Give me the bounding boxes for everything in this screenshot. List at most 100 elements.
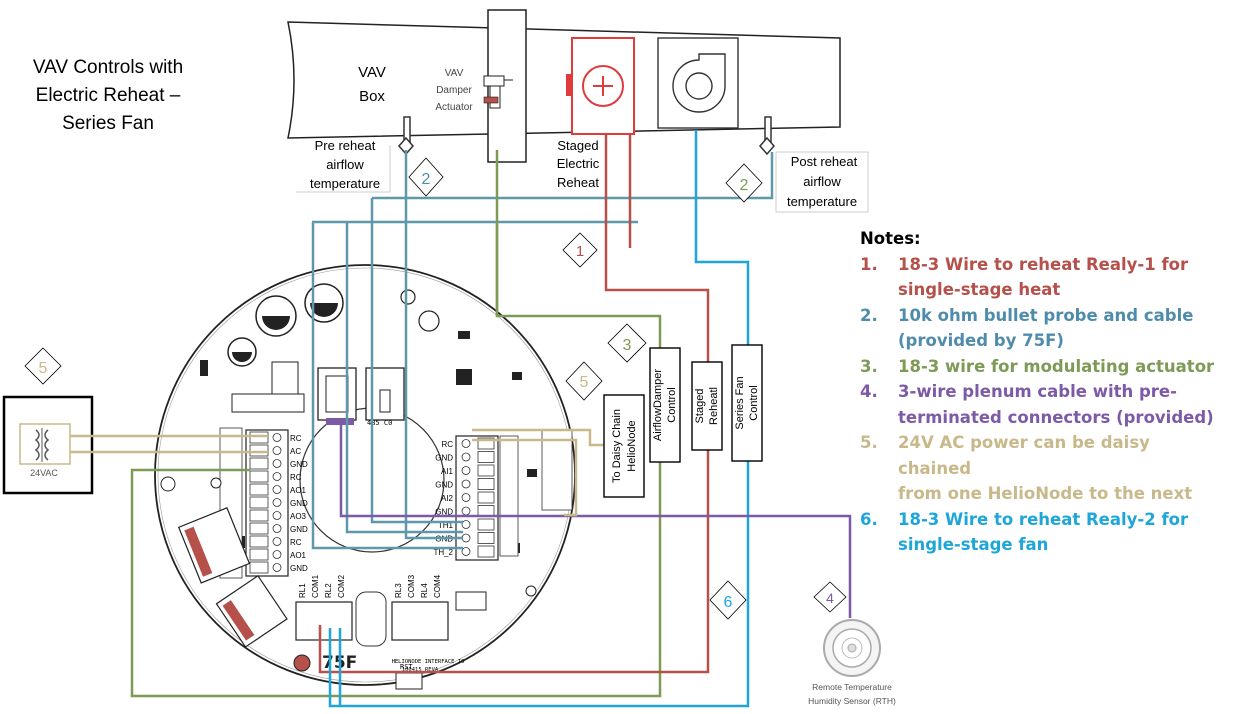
note-text: 18-3 Wire to reheat Realy-2 for single-st… xyxy=(898,507,1220,558)
diagram-title: VAV Controls with Electric Reheat – Seri… xyxy=(8,54,208,138)
note-item: 2.10k ohm bullet probe and cable(provide… xyxy=(860,303,1220,354)
reheat-label-1: Staged xyxy=(557,138,598,153)
rst-label: RST xyxy=(400,663,413,671)
terminal-hole xyxy=(272,511,282,520)
relay-rl4: RL4 xyxy=(420,583,429,598)
right-terminal-label: AI2 xyxy=(441,494,454,503)
left-terminal-label: AO1 xyxy=(290,486,307,495)
left-terminal-label: GND xyxy=(290,460,308,469)
terminal-screw xyxy=(249,496,269,509)
terminal-screw xyxy=(249,483,269,496)
terminal-hole xyxy=(272,524,282,533)
svg-text:6: 6 xyxy=(724,594,733,611)
transformer-label: 24VAC xyxy=(30,468,58,478)
post-reheat-probe xyxy=(759,116,775,156)
relay-rl3: RL3 xyxy=(394,583,403,598)
sensor-label-2: Humidity Sensor (RTH) xyxy=(808,696,896,706)
terminal-hole xyxy=(272,433,282,442)
terminal-hole xyxy=(461,520,471,529)
note-line: 24V AC power can be daisy chained xyxy=(898,433,1150,478)
notes-title: Notes: xyxy=(860,229,921,248)
pre-reheat-label-2: airflow xyxy=(326,157,364,172)
callout-5-left: 5 xyxy=(24,347,62,385)
terminal-screw xyxy=(477,437,495,450)
relay-com2: COM2 xyxy=(337,574,346,598)
left-terminal-label: GND xyxy=(290,564,308,573)
terminal-screw xyxy=(249,470,269,483)
terminal-hole xyxy=(272,472,282,481)
damper-actuator xyxy=(483,9,527,163)
right-terminal-label: GND xyxy=(435,454,453,463)
right-terminal-label: RC xyxy=(441,440,453,449)
note-text: 18-3 Wire to reheat Realy-1 for single-st… xyxy=(898,252,1220,303)
note-item: 6. 18-3 Wire to reheat Realy-2 for single-… xyxy=(860,507,1220,558)
callout-3: 3 xyxy=(607,323,647,363)
note-item: 4.3-wire plenum cable with pre-terminate… xyxy=(860,379,1220,430)
rth-sensor xyxy=(823,619,881,677)
relay-labels-b: RL3 COM3 RL4 COM4 xyxy=(394,574,442,598)
terminal-screw xyxy=(477,532,495,544)
terminal-screw xyxy=(249,444,269,457)
series-fan xyxy=(657,37,739,129)
damper-control-label-2: Control xyxy=(666,387,678,422)
left-terminal-label: RC xyxy=(290,434,302,443)
note-line: single-stage heat xyxy=(898,280,1061,299)
terminal-screw xyxy=(477,545,495,558)
note-number: 5. xyxy=(860,433,878,452)
note-number: 6. xyxy=(860,509,878,529)
svg-text:4: 4 xyxy=(826,590,834,606)
note-line: single-stage fan xyxy=(898,535,1049,554)
note-number: 3. xyxy=(860,356,878,376)
right-terminal-label: TH1 xyxy=(438,521,454,530)
right-terminal-label: GND xyxy=(435,481,453,490)
relay-rl2: RL2 xyxy=(324,583,333,598)
terminal-screw xyxy=(249,509,269,522)
left-terminal-label: GND xyxy=(290,499,308,508)
terminal-hole xyxy=(461,493,471,502)
terminal-screw xyxy=(249,522,269,535)
callout-6: 6 xyxy=(709,580,747,620)
terminal-hole xyxy=(461,452,471,462)
svg-text:1: 1 xyxy=(576,243,584,260)
terminal-screw xyxy=(249,431,269,444)
right-terminal-label: TH_2 xyxy=(433,548,453,557)
terminal-hole xyxy=(461,533,471,543)
terminal-hole xyxy=(461,506,471,516)
svg-text:5: 5 xyxy=(39,360,48,377)
relay-com4: COM4 xyxy=(433,574,442,598)
right-terminal-label: AI1 xyxy=(441,467,454,476)
sensor-label-1: Remote Temperature xyxy=(812,682,892,692)
note-line: 18-3 Wire to reheat Realy-1 for xyxy=(898,254,1189,274)
note-text: 18-3 wire for modulating actuator xyxy=(898,354,1220,380)
staged-reheat-box xyxy=(691,361,723,451)
note-number: 2. xyxy=(860,305,878,325)
daisy-chain-label-1: To Daisy Chain xyxy=(611,409,623,483)
damper-control-label-1: AirflowDamper xyxy=(652,369,664,441)
callout-2-left: 2 xyxy=(408,157,444,197)
series-fan-box xyxy=(731,344,763,462)
pre-reheat-label-3: temperature xyxy=(310,176,380,191)
notes-panel: Notes: 1.18-3 Wire to reheat Realy-1 for… xyxy=(860,226,1220,558)
left-terminal-label: RC xyxy=(290,473,302,482)
relay-com3: COM3 xyxy=(407,574,416,598)
callout-1: 1 xyxy=(562,232,598,268)
callout-5-right: 5 xyxy=(565,361,603,401)
terminal-hole xyxy=(461,439,471,448)
reheat-label-3: Reheat xyxy=(557,175,599,190)
right-terminal-block xyxy=(461,437,495,558)
board-caption-1: HELIONODE INTERFACE IO xyxy=(392,659,465,665)
note-item: 3. 18-3 wire for modulating actuator xyxy=(860,354,1220,380)
note-line: terminated connectors (provided) xyxy=(898,407,1214,427)
svg-text:3: 3 xyxy=(623,337,632,354)
terminal-screw xyxy=(477,518,495,531)
transformer xyxy=(2,395,94,495)
terminal-screw xyxy=(477,451,495,463)
note-line: from one HelioNode to the next xyxy=(898,484,1193,503)
terminal-hole xyxy=(272,446,282,455)
note-line: 18-3 Wire to reheat Realy-2 for xyxy=(898,509,1189,529)
board-caption-2: 100415_REVA xyxy=(402,667,439,673)
staged-reheat-label-2: Reheatl xyxy=(708,387,720,425)
pre-reheat-label-1: Pre reheat xyxy=(315,138,376,153)
terminal-hole xyxy=(272,459,282,468)
